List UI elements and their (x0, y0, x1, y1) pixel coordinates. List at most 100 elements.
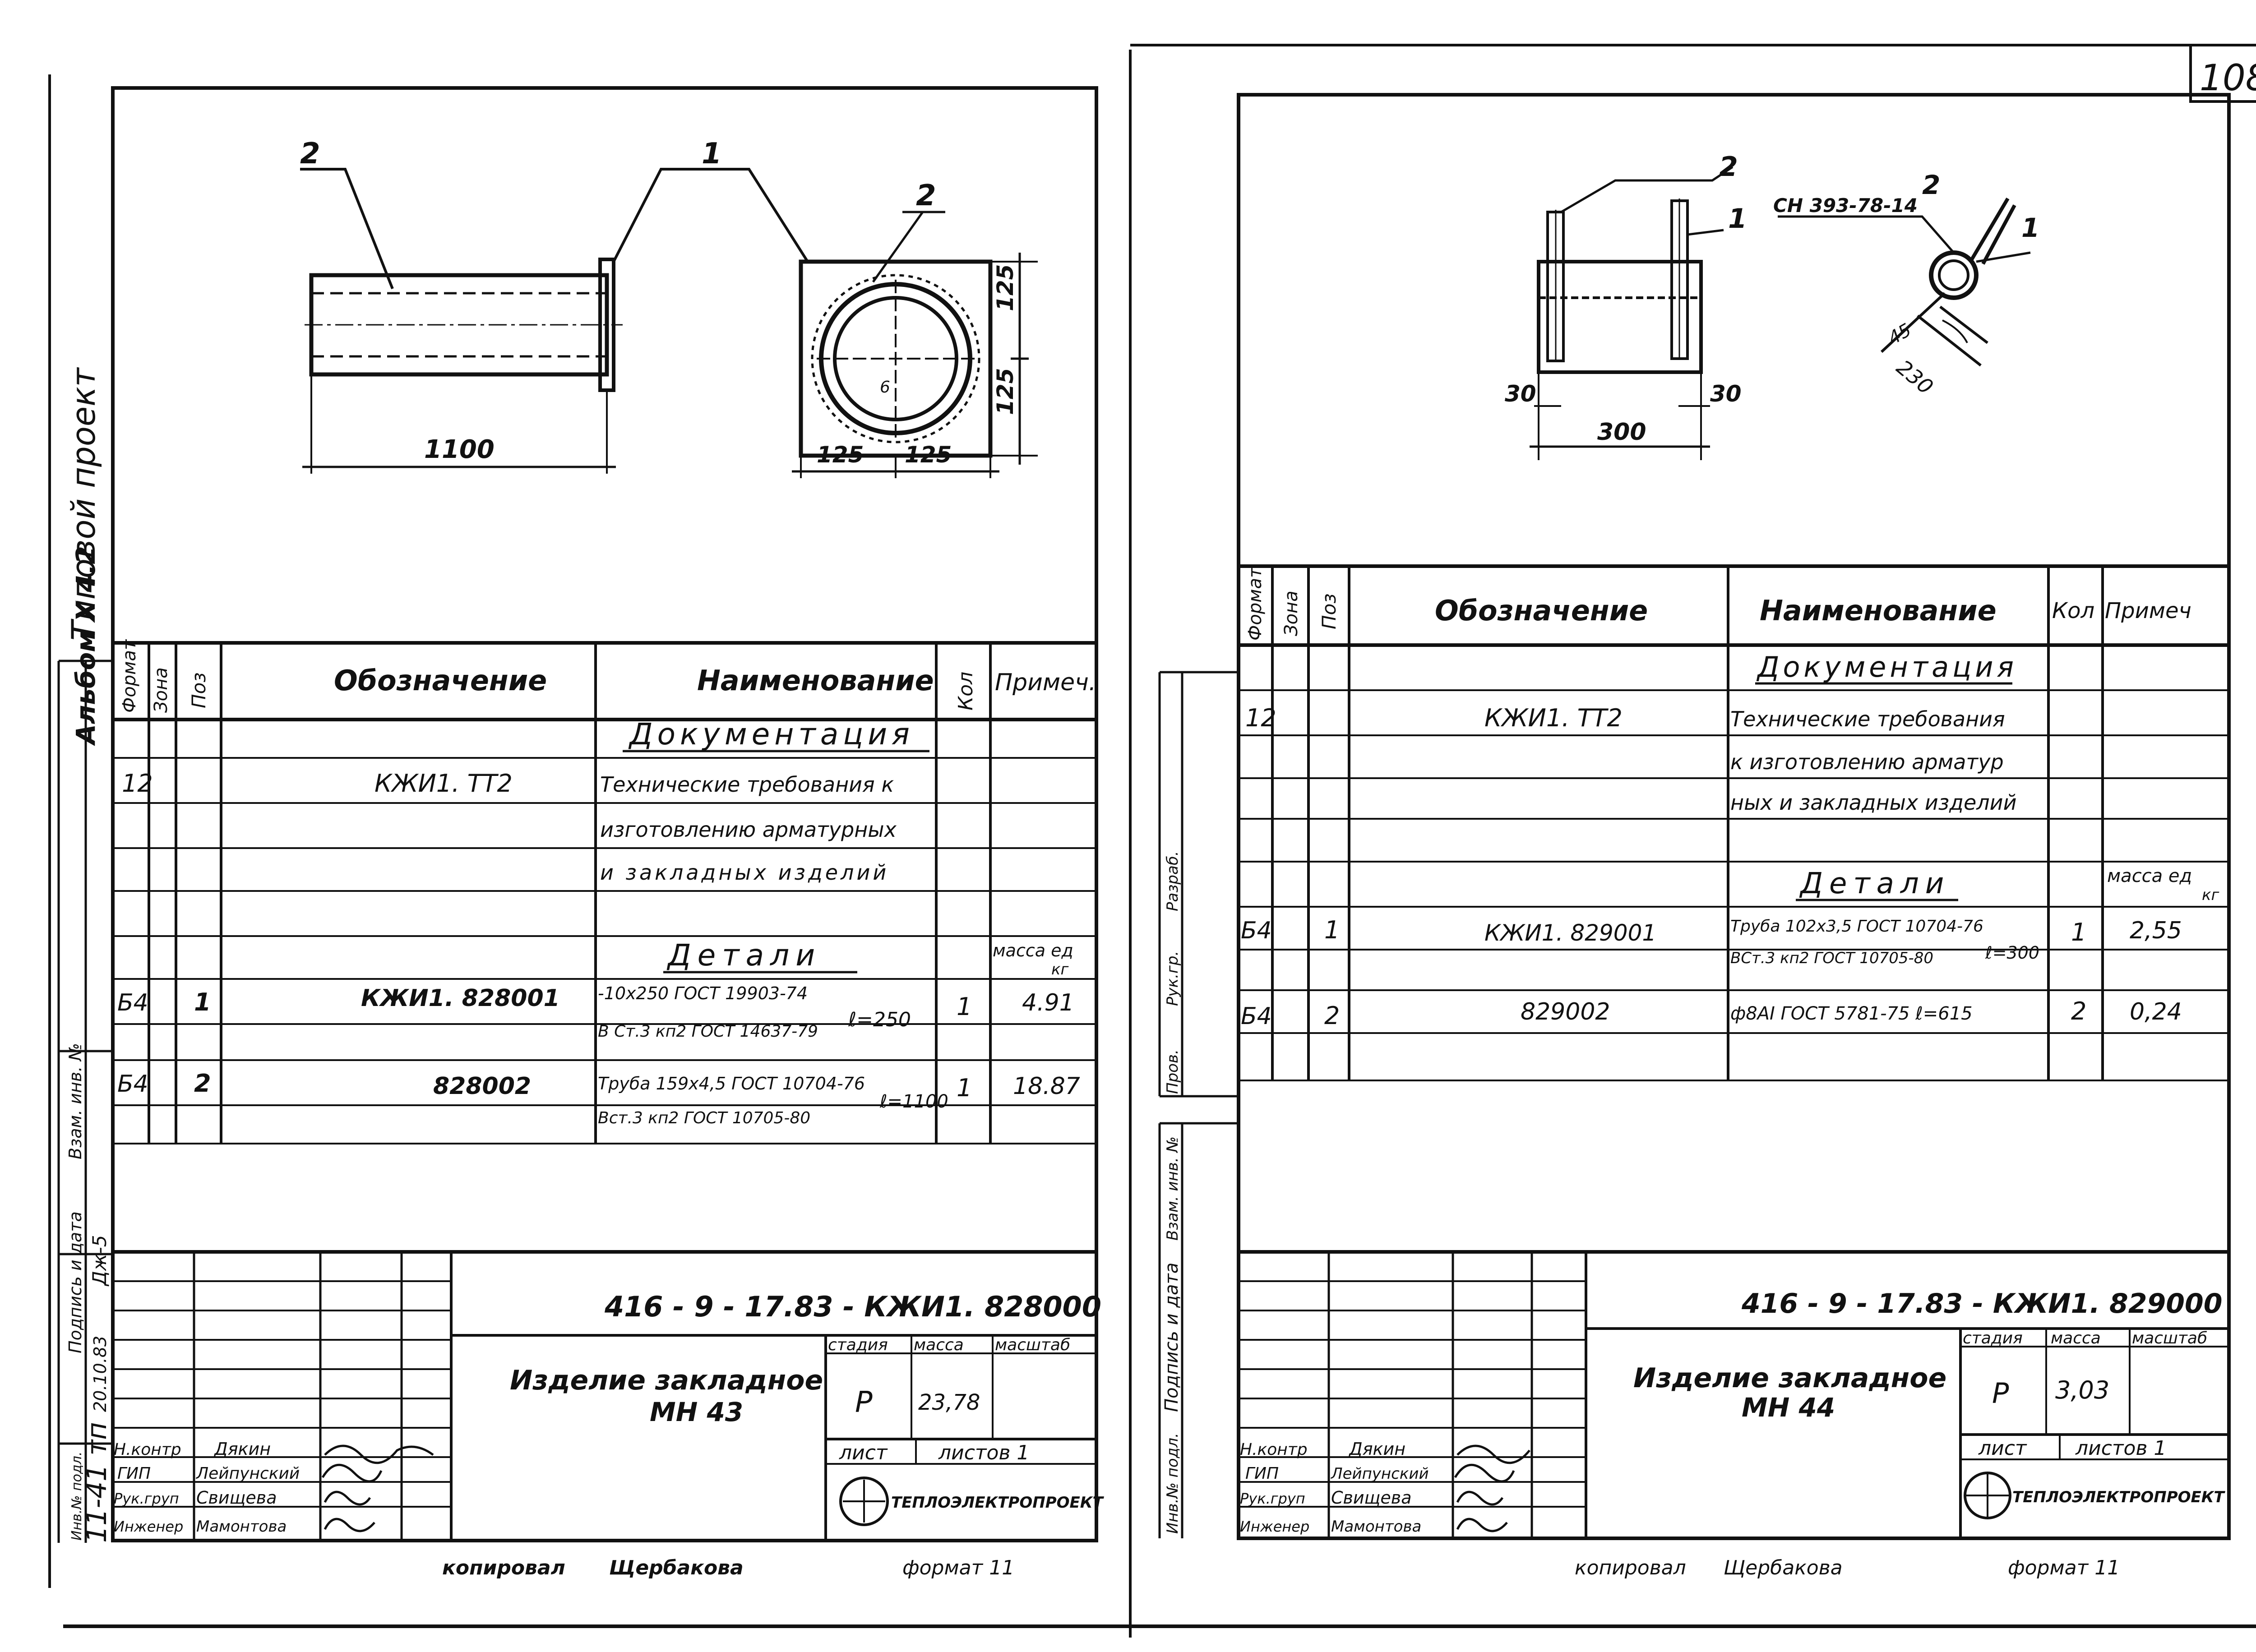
binding-strip: Типовой проект Альбом X 4.2 Инв.№ подл. … (65, 367, 113, 1543)
r-person-name-4: Мамонтова (1331, 1518, 1421, 1536)
r-header-zone: Зона (1281, 591, 1302, 636)
r-callout-2b: 2 (1922, 170, 1940, 200)
part2-format: Б4 (117, 1071, 148, 1098)
left-stamp-text: 416 - 9 - 17.83 - КЖИ1. 828000 Изделие з… (114, 1290, 1105, 1579)
r-signature-3 (1456, 1490, 1504, 1506)
r-part1-qty: 1 (2071, 918, 2086, 946)
header-format: Формат (119, 639, 140, 713)
side-sign-date: Подпись и дата (65, 1211, 85, 1353)
r-stamp-mass: 3,03 (2055, 1376, 2109, 1404)
header-designation: Обозначение (334, 664, 547, 697)
part2-length: ℓ=1100 (879, 1091, 948, 1112)
r-part1-name-2: ВСт.3 кп2 ГОСТ 10705-80 (1730, 949, 1933, 967)
doc-name-3: и закладных изделий (600, 860, 889, 885)
r-stamp-org: ТЕПЛОЭЛЕКТРОПРОЕКТ (2012, 1488, 2226, 1506)
r-side-prov: Пров. (1164, 1049, 1182, 1094)
stamp-sheets-h: листов 1 (938, 1441, 1029, 1464)
part2-designation: 828002 (433, 1073, 531, 1100)
person-name-1: Дякин (213, 1439, 271, 1459)
dim-125-c: 125 (817, 442, 864, 468)
r-person-role-1: Н.контр (1240, 1440, 1308, 1459)
r-side-replace: Взам. инв. № (1164, 1136, 1182, 1241)
right-spec-table (1239, 564, 2229, 1081)
r-part2-mass: 0,24 (2130, 998, 2182, 1025)
r-stamp-sheet-h: лист (1978, 1437, 2027, 1460)
dim-125-a: 125 (992, 264, 1018, 311)
r-header-designation: Обозначение (1435, 594, 1648, 627)
r-dim-230: 230 (1892, 355, 1938, 399)
part2-qty: 1 (957, 1074, 972, 1102)
r-person-role-3: Рук.груп (1240, 1490, 1305, 1507)
part1-name-1: -10х250 ГОСТ 19903-74 (598, 983, 808, 1003)
r-callout-1b: 1 (2021, 212, 2039, 243)
r-person-role-2: ГИП (1245, 1464, 1279, 1483)
callout-1: 1 (702, 137, 722, 171)
r-stamp-stage-h: стадия (1963, 1329, 2023, 1347)
part1-name-2: В Ст.3 кп2 ГОСТ 14637-79 (598, 1022, 818, 1041)
r-part1-format: Б4 (1241, 917, 1272, 944)
mass-header-2: кг (1051, 960, 1069, 978)
side-replace: Взам. инв. № (65, 1043, 85, 1159)
stamp-stage: Р (855, 1386, 873, 1419)
dim-125-d: 125 (905, 442, 952, 468)
side-inv-orig: Инв.№ подл. (69, 1452, 85, 1541)
doc-format: 12 (122, 769, 153, 798)
stamp-code: 416 - 9 - 17.83 - КЖИ1. 828000 (604, 1290, 1101, 1323)
mass-header-1: масса ед (993, 941, 1073, 960)
r-part1-pos: 1 (1324, 916, 1340, 944)
album-label: Альбом X 4.2 (70, 546, 101, 746)
signature-4 (324, 1518, 375, 1532)
person-role-2: ГИП (117, 1464, 151, 1483)
stamp-org: ТЕПЛОЭЛЕКТРОПРОЕКТ (891, 1494, 1105, 1512)
r-stamp-mass-h: масса (2051, 1329, 2101, 1347)
r-part1-name-1: Труба 102х3,5 ГОСТ 10704-76 (1730, 917, 1983, 936)
series-label: Типовой проект (65, 367, 102, 641)
section-docs: Документация (628, 717, 914, 752)
r-signature-2 (1454, 1463, 1515, 1483)
r-dim-30b: 30 (1710, 381, 1742, 407)
date-mark: 20.10.83 (90, 1336, 110, 1412)
r-doc-name-2: к изготовлению арматур (1730, 750, 2004, 774)
r-mass-header-2: кг (2202, 886, 2220, 904)
person-name-4: Мамонтова (196, 1518, 287, 1536)
r-header-name: Наименование (1760, 594, 1997, 627)
stamp-stage-h: стадия (828, 1336, 888, 1354)
r-person-name-1: Дякин (1348, 1439, 1405, 1459)
left-spec-table (113, 641, 1096, 1144)
signature-3 (324, 1490, 371, 1506)
r-part2-designation: 829002 (1521, 998, 1610, 1025)
r-part1-mass: 2,55 (2130, 917, 2182, 944)
dim-125-b: 125 (992, 368, 1018, 415)
part1-length: ℓ=250 (848, 1008, 911, 1031)
r-side-inv-orig: Инв.№ подл. (1164, 1433, 1182, 1534)
person-name-2: Лейпунский (195, 1464, 300, 1483)
r-side-rukgr: Рук.гр. (1164, 951, 1182, 1006)
r-signature-1 (1456, 1444, 1530, 1464)
part1-designation: КЖИ1. 828001 (361, 985, 560, 1012)
r-doc-format: 12 (1245, 704, 1276, 732)
page-number: 108 (2200, 57, 2256, 99)
stamp-mass-h: масса (914, 1336, 964, 1354)
r-note: СН 393-78-14 (1773, 194, 1918, 217)
r-doc-name-1: Технические требования (1730, 707, 2005, 731)
left-drawing-labels: 2 1 2 1100 125 125 125 125 6 (300, 137, 1018, 468)
r-side-razrab: Разраб. (1164, 851, 1182, 911)
stamp-title-1: Изделие закладное (510, 1365, 823, 1396)
header-zone: Зона (151, 667, 171, 713)
r-copied-name: Щербакова (1724, 1556, 1843, 1579)
r-person-role-4: Инженер (1240, 1518, 1309, 1535)
person-name-3: Свищева (196, 1488, 277, 1508)
part1-qty: 1 (957, 992, 972, 1021)
header-name: Наименование (697, 664, 934, 697)
callout-2b: 2 (916, 179, 936, 212)
right-drawing (1530, 166, 2031, 460)
right-spec-text: Формат Зона Поз Обозначение Наименование… (1241, 567, 2220, 1030)
r-person-name-2: Лейпунский (1330, 1465, 1429, 1483)
part2-name-2: Вст.3 кп2 ГОСТ 10705-80 (598, 1109, 810, 1127)
person-role-4: Инженер (114, 1518, 183, 1535)
header-note: Примеч. (995, 669, 1096, 696)
part1-pos: 1 (194, 988, 211, 1016)
initials: Дж-5 (88, 1235, 111, 1287)
dim-1100: 1100 (424, 435, 495, 464)
copied-name: Щербакова (609, 1556, 744, 1579)
